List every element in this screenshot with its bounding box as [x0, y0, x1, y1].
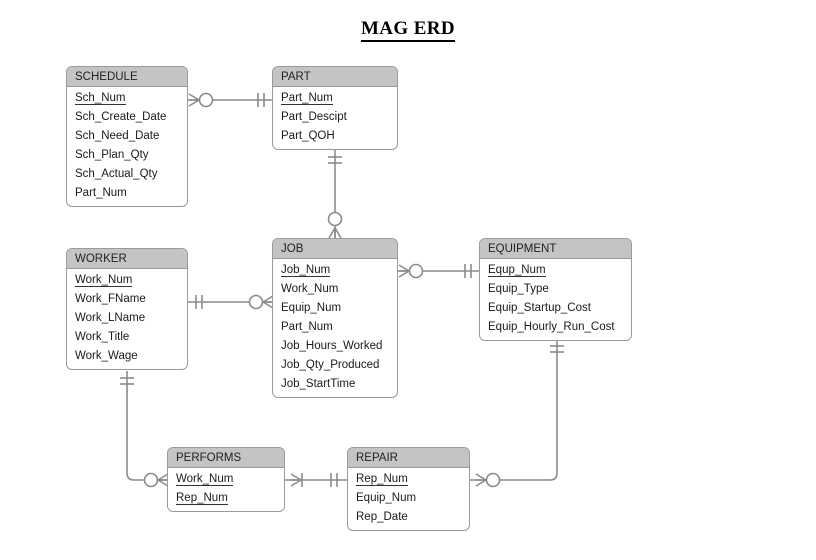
- attribute-label: Sch_Num: [75, 92, 126, 105]
- entity-schedule-header: SCHEDULE: [67, 67, 187, 87]
- attribute-label: Equip_Hourly_Run_Cost: [488, 321, 615, 333]
- attribute-job_hours_worked: Job_Hours_Worked: [273, 337, 397, 356]
- entity-worker-header: WORKER: [67, 249, 187, 269]
- attribute-label: Part_Num: [281, 92, 333, 105]
- attribute-label: Work_Num: [75, 274, 133, 287]
- primary-key-attribute-work_num: Work_Num: [67, 271, 187, 290]
- attribute-label: Work_Wage: [75, 350, 138, 362]
- attribute-label: Equip_Startup_Cost: [488, 302, 591, 314]
- attribute-label: Rep_Num: [356, 473, 408, 486]
- connector-worker-performs: [120, 371, 169, 488]
- attribute-label: Equip_Num: [356, 492, 417, 504]
- attribute-sch_actual_qty: Sch_Actual_Qty: [67, 165, 187, 184]
- attribute-label: Work_Title: [75, 331, 130, 343]
- attribute-job_qty_produced: Job_Qty_Produced: [273, 356, 397, 375]
- attribute-label: Job_Num: [281, 264, 331, 277]
- attribute-equip_num: Equip_Num: [348, 489, 469, 508]
- attribute-part_num: Part_Num: [273, 318, 397, 337]
- primary-key-attribute-equp_num: Equp_Num: [480, 261, 631, 280]
- connector-equipment-repair: [470, 339, 564, 488]
- primary-key-attribute-rep_num: Rep_Num: [168, 489, 284, 508]
- attribute-label: Equip_Type: [488, 283, 549, 295]
- entity-part-header: PART: [273, 67, 397, 87]
- attribute-equip_hourly_run_cost: Equip_Hourly_Run_Cost: [480, 318, 631, 337]
- entity-repair-header: REPAIR: [348, 448, 469, 468]
- connector-schedule-part: [188, 92, 272, 108]
- primary-key-attribute-part_num: Part_Num: [273, 89, 397, 108]
- connector-job-equipment: [398, 263, 479, 279]
- connector-performs-repair: [285, 473, 347, 487]
- connector-part-job: [327, 150, 343, 239]
- attribute-sch_plan_qty: Sch_Plan_Qty: [67, 146, 187, 165]
- attribute-equip_startup_cost: Equip_Startup_Cost: [480, 299, 631, 318]
- attribute-label: Job_StartTime: [281, 378, 356, 390]
- entity-performs-header: PERFORMS: [168, 448, 284, 468]
- attribute-work_fname: Work_FName: [67, 290, 187, 309]
- attribute-part_num: Part_Num: [67, 184, 187, 203]
- page-title: MAG ERD: [0, 18, 816, 42]
- primary-key-attribute-rep_num: Rep_Num: [348, 470, 469, 489]
- attribute-label: Sch_Need_Date: [75, 130, 160, 142]
- attribute-work_lname: Work_LName: [67, 309, 187, 328]
- primary-key-attribute-job_num: Job_Num: [273, 261, 397, 280]
- connector-worker-job: [188, 294, 274, 310]
- attribute-part_descipt: Part_Descipt: [273, 108, 397, 127]
- primary-key-attribute-work_num: Work_Num: [168, 470, 284, 489]
- attribute-label: Equip_Num: [281, 302, 342, 314]
- attribute-label: Job_Qty_Produced: [281, 359, 380, 371]
- attribute-label: Job_Hours_Worked: [281, 340, 383, 352]
- attribute-label: Work_FName: [75, 293, 146, 305]
- attribute-work_num: Work_Num: [273, 280, 397, 299]
- page-title-text: MAG ERD: [360, 18, 456, 42]
- attribute-sch_create_date: Sch_Create_Date: [67, 108, 187, 127]
- entity-job-header: JOB: [273, 239, 397, 259]
- attribute-label: Equp_Num: [488, 264, 546, 277]
- attribute-label: Work_Num: [281, 283, 339, 295]
- attribute-rep_date: Rep_Date: [348, 508, 469, 527]
- attribute-label: Work_Num: [176, 473, 234, 486]
- attribute-label: Sch_Actual_Qty: [75, 168, 158, 180]
- attribute-work_wage: Work_Wage: [67, 347, 187, 366]
- attribute-work_title: Work_Title: [67, 328, 187, 347]
- attribute-sch_need_date: Sch_Need_Date: [67, 127, 187, 146]
- attribute-label: Rep_Date: [356, 511, 408, 523]
- attribute-label: Rep_Num: [176, 492, 228, 505]
- attribute-equip_type: Equip_Type: [480, 280, 631, 299]
- primary-key-attribute-sch_num: Sch_Num: [67, 89, 187, 108]
- attribute-label: Part_QOH: [281, 130, 335, 142]
- attribute-label: Sch_Create_Date: [75, 111, 167, 123]
- attribute-label: Part_Num: [75, 187, 127, 199]
- attribute-label: Part_Num: [281, 321, 333, 333]
- attribute-label: Sch_Plan_Qty: [75, 149, 149, 161]
- attribute-equip_num: Equip_Num: [273, 299, 397, 318]
- attribute-job_starttime: Job_StartTime: [273, 375, 397, 394]
- attribute-label: Work_LName: [75, 312, 146, 324]
- entity-equipment-header: EQUIPMENT: [480, 239, 631, 259]
- attribute-label: Part_Descipt: [281, 111, 347, 123]
- attribute-part_qoh: Part_QOH: [273, 127, 397, 146]
